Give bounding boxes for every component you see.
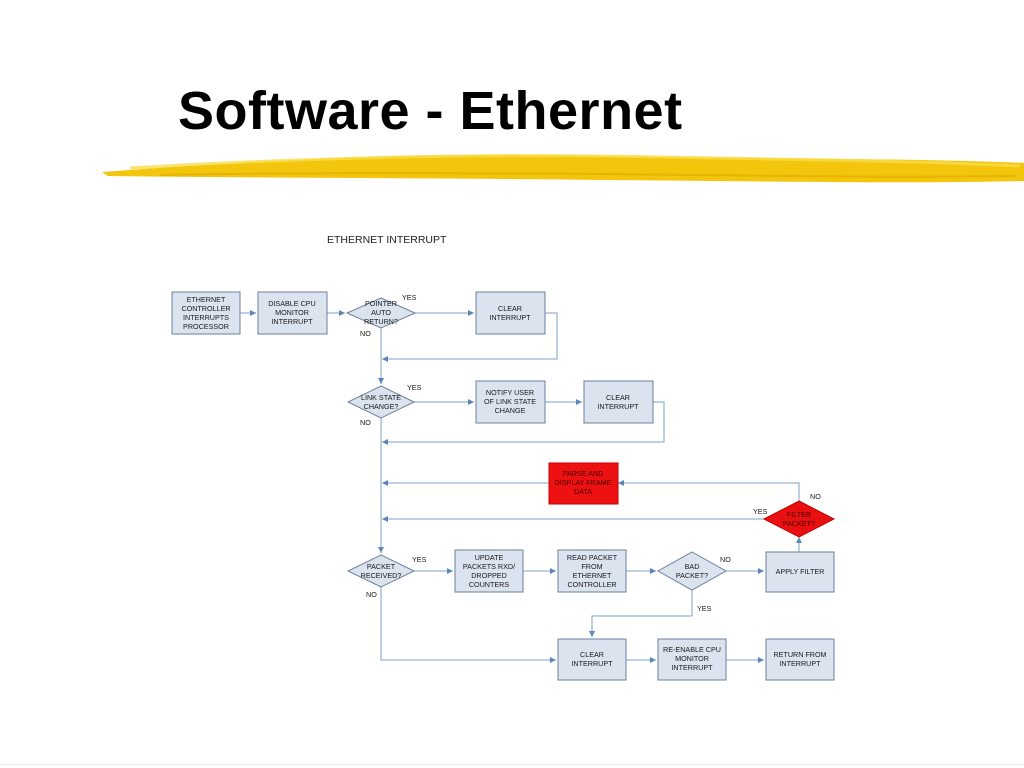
node-update-packets: UPDATE PACKETS RXD/ DROPPED COUNTERS [454, 549, 524, 593]
node-label: INTERRUPT [779, 659, 821, 668]
node-label: COUNTERS [469, 580, 510, 589]
node-label: RETURN? [364, 317, 398, 326]
node-clear-interrupt-3: CLEAR INTERRUPT [557, 638, 627, 681]
edge-label-no: NO [366, 590, 377, 599]
yellow-underline-stroke [102, 154, 1024, 183]
node-label: PACKET [367, 562, 396, 571]
slide-bottom-divider [0, 764, 1024, 765]
node-label: CONTROLLER [567, 580, 616, 589]
node-label: LINK STATE [361, 393, 401, 402]
edge-label-yes: YES [753, 507, 768, 516]
node-label: RE-ENABLE CPU [663, 645, 721, 654]
node-label: PROCESSOR [183, 322, 229, 331]
node-disable-cpu-monitor: DISABLE CPU MONITOR INTERRUPT [257, 291, 328, 335]
decision-filter-packet: FILTER PACKET? [762, 500, 836, 538]
node-label: NOTIFY USER [486, 388, 534, 397]
node-label: BAD [685, 562, 700, 571]
node-label: CLEAR [606, 393, 630, 402]
node-label: PACKET? [676, 571, 708, 580]
node-label: DATA [574, 487, 592, 496]
edge-label-no: NO [810, 492, 821, 501]
node-parse-display-frame: PARSE AND DISPLAY FRAME DATA [548, 462, 619, 505]
edge-label-yes: YES [402, 293, 417, 302]
node-label: ETHERNET [573, 571, 612, 580]
node-label: MONITOR [675, 654, 709, 663]
connectors [240, 310, 802, 663]
node-label: CHANGE? [364, 402, 399, 411]
slide-title: Software - Ethernet [178, 81, 683, 141]
node-label: INTERRUPT [489, 313, 531, 322]
node-reenable-cpu-monitor: RE-ENABLE CPU MONITOR INTERRUPT [657, 638, 727, 681]
node-label: DROPPED [471, 571, 507, 580]
node-label: CHANGE [495, 406, 526, 415]
edge-label-no: NO [360, 418, 371, 427]
diagram-caption: ETHERNET INTERRUPT [327, 234, 447, 246]
node-label: CLEAR [580, 650, 604, 659]
node-return-from-interrupt: RETURN FROM INTERRUPT [765, 638, 835, 681]
node-label: DISABLE CPU [268, 299, 316, 308]
node-label: MONITOR [275, 308, 309, 317]
connector [589, 590, 693, 637]
node-label: APPLY FILTER [776, 567, 825, 576]
node-label: INTERRUPT [671, 663, 713, 672]
node-label: READ PACKET [567, 553, 618, 562]
node-label: FILTER [787, 510, 811, 519]
node-label: INTERRUPTS [183, 313, 229, 322]
decision-bad-packet: BAD PACKET? [656, 551, 728, 591]
node-label: CONTROLLER [181, 304, 230, 313]
node-label: INTERRUPT [597, 402, 639, 411]
node-label: PACKET? [783, 519, 815, 528]
node-notify-user: NOTIFY USER OF LINK STATE CHANGE [475, 380, 546, 424]
edge-label-yes: YES [407, 383, 422, 392]
node-label: INTERRUPT [571, 659, 613, 668]
node-label: RECEIVED? [361, 571, 402, 580]
edge-label-yes: YES [412, 555, 427, 564]
node-clear-interrupt-2: CLEAR INTERRUPT [583, 380, 654, 424]
decision-link-state-change: LINK STATE CHANGE? [346, 385, 416, 419]
decision-packet-received: PACKET RECEIVED? [346, 554, 416, 588]
edge-label-no: NO [360, 329, 371, 338]
decision-pointer-auto-return: POINTER AUTO RETURN? [345, 297, 417, 329]
node-controller-interrupts: ETHERNET CONTROLLER INTERRUPTS PROCESSOR [171, 291, 241, 335]
node-label: DISPLAY FRAME [555, 478, 612, 487]
edge-label-yes: YES [697, 604, 712, 613]
node-clear-interrupt-1: CLEAR INTERRUPT [475, 291, 546, 335]
connector [618, 480, 800, 502]
node-label: AUTO [371, 308, 391, 317]
node-label: CLEAR [498, 304, 522, 313]
node-label: PARSE AND [563, 469, 604, 478]
connector [382, 312, 558, 362]
node-label: PACKETS RXD/ [463, 562, 515, 571]
node-label: ETHERNET [187, 295, 226, 304]
node-label: UPDATE [475, 553, 504, 562]
node-apply-filter: APPLY FILTER [765, 551, 835, 593]
node-label: OF LINK STATE [484, 397, 536, 406]
node-read-packet: READ PACKET FROM ETHERNET CONTROLLER [557, 549, 627, 593]
node-label: INTERRUPT [271, 317, 313, 326]
node-label: POINTER [365, 299, 397, 308]
node-label: RETURN FROM [773, 650, 826, 659]
connector [382, 401, 665, 445]
connector [380, 587, 556, 663]
edge-label-no: NO [720, 555, 731, 564]
node-label: FROM [581, 562, 602, 571]
